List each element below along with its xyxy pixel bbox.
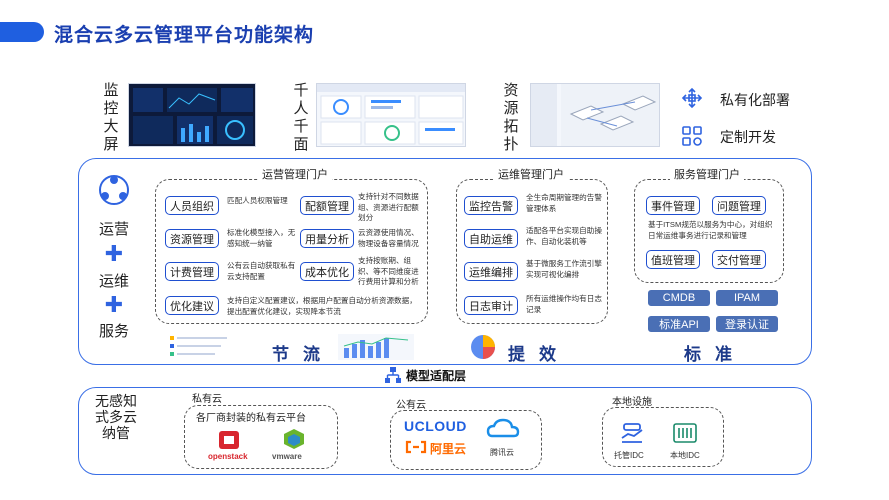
btn-ipam[interactable]: IPAM [716,290,778,306]
page-title: 混合云多云管理平台功能架构 [54,25,315,46]
aliyun-label: 阿里云 [430,442,467,456]
aliyun-logo-icon [404,440,428,454]
desc-orchestration: 基于微服务工作流引擎实现可视化编排 [526,259,602,279]
left-item-maintenance: 运维 [98,273,129,290]
legend-custom-dev: 定制开发 [720,129,776,145]
bottom-left-label: 无感知式多云纳管 [95,393,137,441]
monitor-dashboard-graphic [133,88,253,144]
monitor-dashboard-thumbnail [128,83,256,147]
mini-table-graphic [170,334,234,358]
hosted-idc-icon [620,422,644,444]
btn-personnel-org[interactable]: 人员组织 [165,196,219,215]
left-item-service: 服务 [98,323,129,340]
screen-label-topology: 资源拓扑 [503,82,519,153]
btn-cmdb[interactable]: CMDB [648,290,710,306]
btn-resource-mgmt[interactable]: 资源管理 [165,229,219,248]
mini-bar-chart-graphic [338,334,414,360]
hierarchy-icon [384,366,402,384]
btn-cost-optimization[interactable]: 成本优化 [300,262,354,281]
desc-usage-analysis: 云资源使用情况、物理设备容量情况 [358,228,419,248]
legend-private-deploy: 私有化部署 [720,92,790,108]
local-idc-icon [672,420,698,444]
keyword-efficiency: 提效 [508,345,570,364]
btn-login-auth[interactable]: 登录认证 [716,316,778,332]
custom-dev-icon [680,124,704,148]
desc-self-service: 适配各平台实现自助操作、自动化装机等 [526,226,602,246]
personal-dashboard-graphic [317,84,465,145]
keyword-standard: 标准 [684,345,746,364]
plus-icon: ✚ [104,292,124,317]
btn-self-service[interactable]: 自助运维 [464,229,518,248]
openstack-logo-icon [218,430,240,450]
private-cloud-subtitle: 各厂商封装的私有云平台 [196,413,306,424]
vmware-label: vmware [272,452,302,461]
desc-billing: 公有云自动获取私有云支持配置 [227,261,296,281]
desc-cost-optimization: 支持按账期、组织、等不同维度进行费用计算和分析 [358,256,419,286]
btn-duty-mgmt[interactable]: 值班管理 [646,250,700,269]
btn-billing[interactable]: 计费管理 [165,262,219,281]
personal-dashboard-thumbnail [316,83,466,147]
local-facility-title: 本地设施 [612,397,652,408]
public-cloud-title: 公有云 [396,400,426,411]
btn-delivery-mgmt[interactable]: 交付管理 [712,250,766,269]
ops-portal-title: 运营管理门户 [258,166,332,182]
desc-resource-mgmt: 标准化模型接入，无感知统一纳管 [227,228,296,248]
tencent-cloud-label: 腾讯云 [490,448,514,457]
screen-label-monitor: 监控大屏 [103,82,119,153]
desc-itsm: 基于ITSM规范以服务为中心，对组织日常运维事务进行记录和管理 [648,220,773,240]
btn-orchestration[interactable]: 运维编排 [464,262,518,281]
btn-incident-mgmt[interactable]: 事件管理 [646,196,700,215]
adapter-layer-label: 模型适配层 [406,369,467,383]
desc-log-audit: 所有运维操作均有日志记录 [526,294,602,314]
service-portal-title: 服务管理门户 [670,166,744,182]
ucloud-logo: UCLOUD [404,418,467,434]
desc-personnel-org: 匹配人员权限管理 [227,196,288,205]
topology-graphic [531,84,659,146]
screen-label-personal: 千人千面 [293,82,309,153]
topology-thumbnail [530,83,660,147]
plus-icon: ✚ [104,241,124,266]
title-accent-bar [0,22,44,42]
desc-monitor-alert: 全生命周期管理的告警管理体系 [526,193,602,213]
hosted-idc-label: 托管IDC [614,451,644,460]
local-idc-label: 本地IDC [670,451,700,460]
public-cloud-panel [390,410,542,470]
deploy-arrows-icon [680,86,704,110]
btn-problem-mgmt[interactable]: 问题管理 [712,196,766,215]
private-cloud-title: 私有云 [192,394,222,405]
left-item-operation: 运营 [98,221,129,238]
pie-chart-icon [470,334,496,360]
desc-optimization-advice: 支持自定义配置建议，根据用户配置自动分析资源数据，提出配置优化建议，实现降本节流 [227,296,417,316]
share-nodes-icon [96,172,132,208]
openstack-label: openstack [208,452,248,461]
btn-log-audit[interactable]: 日志审计 [464,296,518,315]
btn-standard-api[interactable]: 标准API [648,316,710,332]
btn-optimization-advice[interactable]: 优化建议 [165,296,219,315]
btn-usage-analysis[interactable]: 用量分析 [300,229,354,248]
btn-quota[interactable]: 配额管理 [300,196,354,215]
desc-quota: 支持针对不同数据组、资源进行配额划分 [358,192,419,222]
devops-portal-title: 运维管理门户 [494,166,568,182]
btn-monitor-alert[interactable]: 监控告警 [464,196,518,215]
keyword-save-cost: 节流 [272,345,334,364]
private-cloud-panel [184,405,338,469]
vmware-logo-icon [282,428,306,450]
tencent-cloud-logo-icon [486,418,520,440]
